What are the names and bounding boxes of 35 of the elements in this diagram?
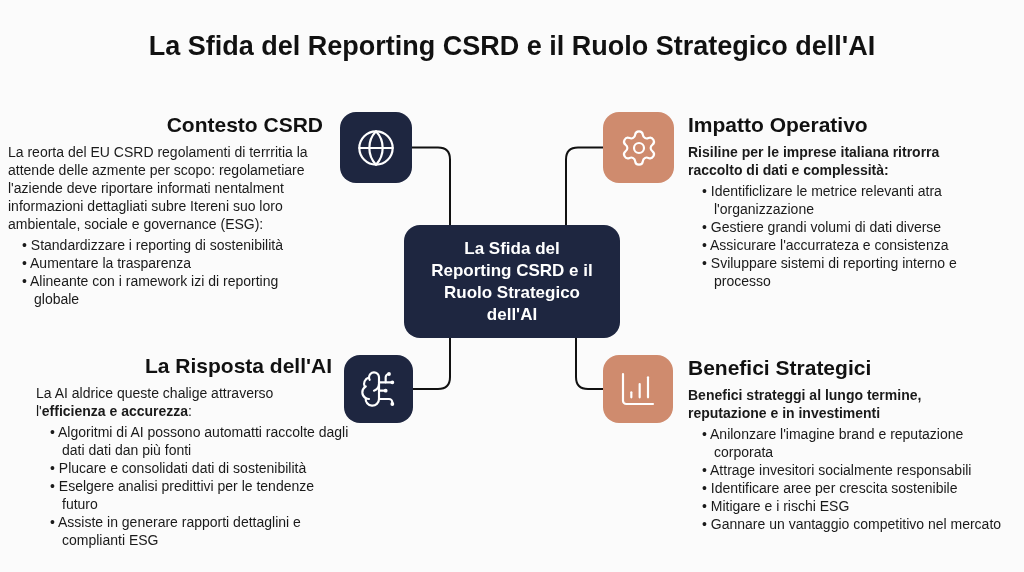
- section-intro: Risiline per le imprese italiana ritrorra raccolto di dati e complessità:: [688, 143, 941, 179]
- diagram-title: La Sfida del Reporting CSRD e il Ruolo Strategico dell'AI: [147, 30, 877, 63]
- bullet-item: • Identificare aree per crescita sostenibile: [702, 479, 959, 497]
- bullet-item: • Standardizzare i reporting di sostenibilità: [22, 236, 284, 254]
- bullet-item: • Anilonzare l'imagine brand e reputazione corporata: [702, 425, 965, 461]
- section-intro: Benefici strateggi al lungo termine, reputazione e in investimenti: [688, 386, 923, 422]
- bullet-item: • Sviluppare sistemi di reporting interno e processo: [702, 254, 958, 290]
- section-heading: Benefici Strategici: [688, 355, 873, 381]
- connector-line: [412, 337, 451, 390]
- bullet-item: • Gannare un vantaggio competitivo nel mercato: [702, 515, 1003, 533]
- bullet-item: • Assicurare l'accurrateza e consistenza: [702, 236, 950, 254]
- icon-tile: [603, 112, 674, 183]
- bullet-item: • Plucare e consolidati dati di sostenibilità: [50, 459, 308, 477]
- bullet-item: • Eselgere analisi predittivi per le tendenze futuro: [50, 477, 316, 513]
- icon-tile: [340, 112, 412, 183]
- section-intro: La reorta del EU CSRD regolamenti di terrritia la attende delle azmente per scopo: regolametiare l'aziende deve riportare informati nentalment informazioni dettagliati subre Itereni suo loro ambientale, sociale e governance (ESG):: [8, 143, 309, 233]
- icon-tile: [603, 355, 673, 423]
- section-heading: Contesto CSRD: [165, 112, 323, 138]
- central-topic-text: La Sfida del Reporting CSRD e il Ruolo Strategico dell'AI: [430, 237, 594, 326]
- bullet-item: • Alineante con i ramework izi di reporting globale: [22, 272, 280, 308]
- bullet-item: • Identificlizare le metrice relevanti atra l'organizzazione: [702, 182, 943, 218]
- section-intro: La AI aldrice queste chalige attraverso l'efficienza e accurezza:: [36, 384, 275, 420]
- bullet-item: • Algoritmi di AI possono automatti raccolte dagli dati dati dan più fonti: [50, 423, 350, 459]
- bullet-item: • Aumentare la trasparenza: [22, 254, 193, 272]
- section-heading: Impatto Operativo: [688, 112, 869, 138]
- bullet-item: • Mitigare e i rischi ESG: [702, 497, 851, 515]
- section-heading: La Risposta dell'AI: [143, 353, 332, 379]
- bullet-item: • Gestiere grandi volumi di dati diverse: [702, 218, 943, 236]
- connector-line: [411, 146, 451, 226]
- connector-line: [565, 146, 604, 226]
- bullet-item: • Assiste in generare rapporti dettaglini e complianti ESG: [50, 513, 302, 549]
- icon-tile: [344, 355, 413, 423]
- central-topic-box: [404, 225, 620, 338]
- bullet-item: • Attrage invesitori socialmente responsabili: [702, 461, 973, 479]
- connector-line: [575, 337, 604, 390]
